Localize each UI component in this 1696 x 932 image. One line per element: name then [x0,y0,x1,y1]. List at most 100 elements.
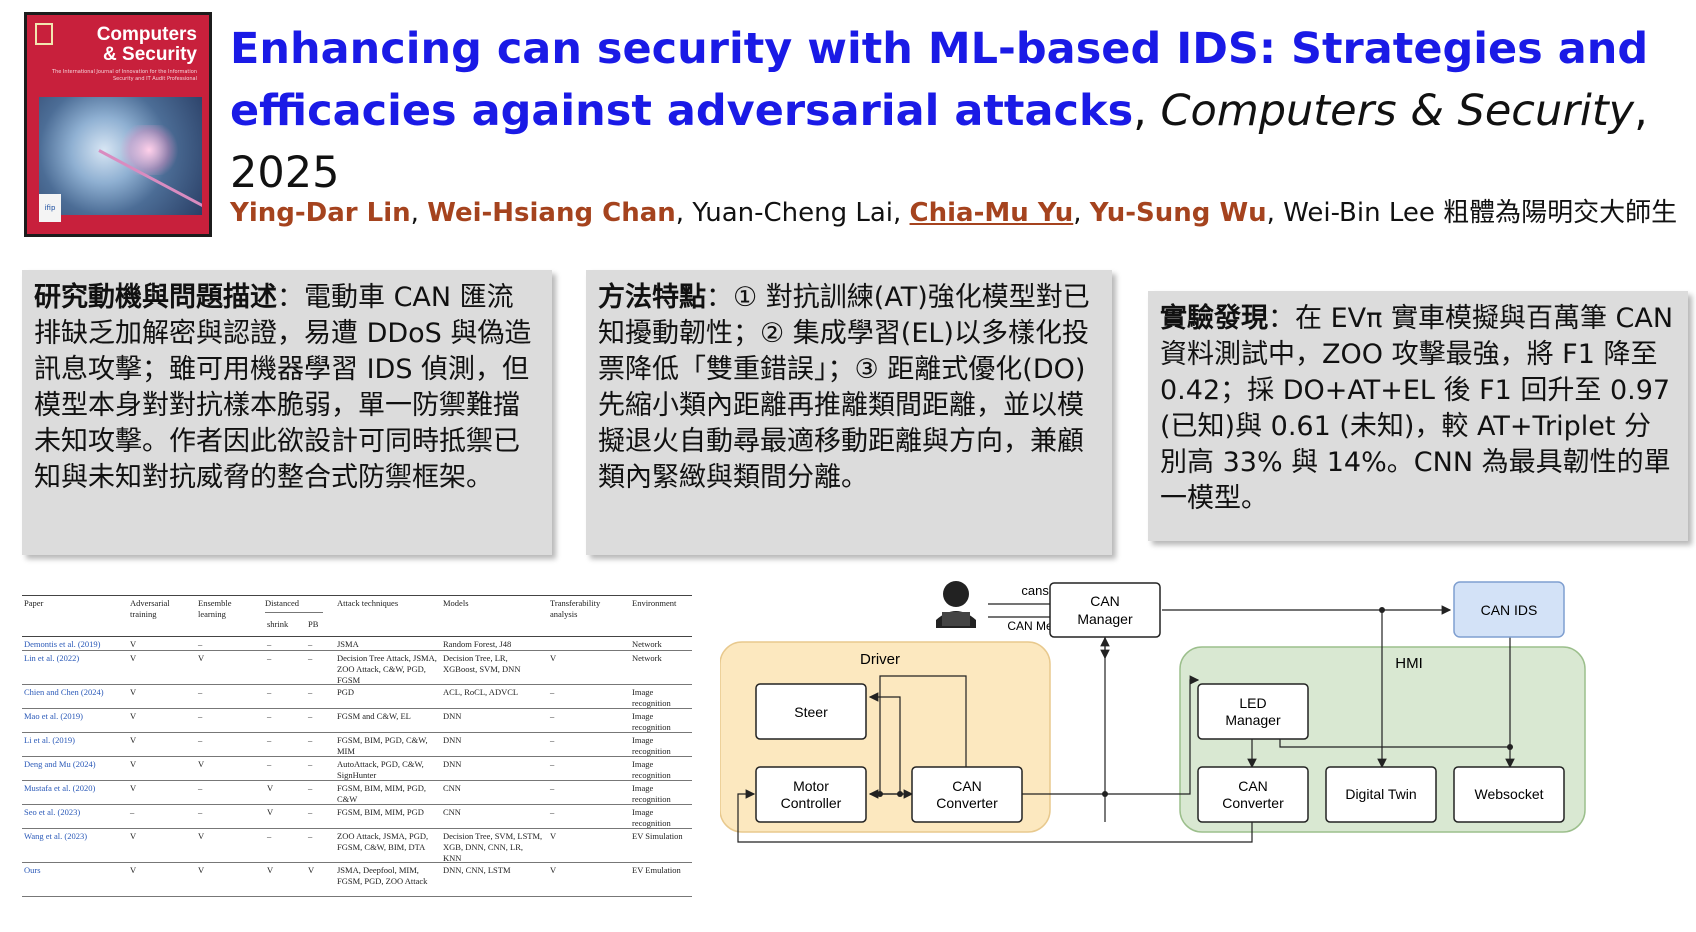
cell-transfer: – [550,807,555,817]
cell-env: Image recognition [632,759,671,780]
cell-paper: Deng and Mu (2024) [24,759,96,769]
led-label-1: LED [1239,695,1266,711]
cell-pb: – [308,831,313,841]
author-name: Ying-Dar Lin [230,198,411,228]
header-pb: PB [308,619,319,629]
cell-paper: Demontis et al. (2019) [24,639,101,649]
cell-pb: – [308,735,313,745]
cell-pb: – [308,759,313,769]
cell-pb: – [308,687,313,697]
title-line1: Enhancing can security with ML-based IDS… [230,24,1649,74]
author-name: Yuan-Cheng Lai [692,198,894,228]
cell-models: DNN, CNN, LSTM [443,865,511,875]
cell-adv: V [130,639,137,649]
cell-models: CNN [443,783,461,793]
header-attack: Attack techniques [337,598,399,608]
author-sep: , [675,198,693,228]
table-row: Seo et al. (2023)––V–FGSM, BIM, MIM, PGD… [22,805,692,829]
cell-transfer: – [550,711,555,721]
websocket-label: Websocket [1475,786,1544,802]
heading-colon: ： [1268,303,1295,334]
cell-ens: – [198,687,203,697]
author-name: Wei-Hsiang Chan [427,198,676,228]
header-transferability: Transferability analysis [550,598,601,619]
cell-transfer: V [550,865,557,875]
steer-loop-line [879,675,967,794]
motor-label-1: Motor [793,778,829,794]
header-shrink: shrink [267,619,289,629]
cell-shrink: V [267,807,274,817]
cell-ens: – [198,807,203,817]
cell-paper: Seo et al. (2023) [24,807,81,817]
cell-ens: V [198,831,205,841]
cell-paper: Mao et al. (2019) [24,711,84,721]
websocket-box: Websocket [1453,766,1565,823]
cell-shrink: – [267,711,272,721]
cell-ens: – [198,639,203,649]
converter-label-2: Converter [936,795,998,811]
cell-models: ACL, RoCL, ADVCL [443,687,519,697]
cover-title-line1: Computers [96,24,197,45]
cell-env: Image recognition [632,783,671,804]
author-sep: , [1073,198,1090,228]
cell-transfer: V [550,831,557,841]
motivation-heading: 研究動機與問題描述 [34,282,277,313]
cover-globe-artwork [39,97,202,215]
cell-adv: V [130,865,137,875]
cover-subtitle: The International Journal of Innovation … [52,69,197,82]
header-distanced: Distanced [265,598,299,608]
cell-attack: ZOO Attack, JSMA, PGD, FGSM, C&W, BIM, D… [337,831,429,852]
motor-label-2: Controller [781,795,842,811]
method-box: 方法特點：① 對抗訓練(AT)強化模型對已知擾動韌性；② 集成學習(EL)以多樣… [586,270,1112,555]
cell-ens: V [198,759,205,769]
cell-shrink: – [267,653,272,663]
cell-pb: – [308,711,313,721]
led-to-websocket-line [1279,738,1510,748]
motor-controller-box: Motor Controller [755,766,867,823]
table-header: Paper Adversarial training Ensemble lear… [22,595,692,637]
cell-pb: – [308,653,313,663]
cell-env: Network [632,653,662,663]
cell-adv: V [130,735,137,745]
cell-shrink: – [267,735,272,745]
findings-box: 實驗發現：在 EVπ 實車模擬與百萬筆 CAN 資料測試中，ZOO 攻擊最強，將… [1148,291,1688,541]
steer-box: Steer [755,683,867,740]
cover-journal-title: Computers & Security [97,25,197,65]
converter-label-1: CAN [952,778,982,794]
cell-models: DNN [443,735,462,745]
driver-can-converter-box: CAN Converter [911,766,1023,823]
cell-transfer: – [550,687,555,697]
method-text: ① 對抗訓練(AT)強化模型對已知擾動韌性；② 集成學習(EL)以多樣化投票降低… [598,282,1090,493]
cell-models: CNN [443,807,461,817]
ifip-logo-icon: ifip [39,194,61,222]
cell-ens: V [198,653,205,663]
cell-shrink: – [267,759,272,769]
cell-shrink: – [267,687,272,697]
cell-paper: Li et al. (2019) [24,735,75,745]
header-adversarial: Adversarial training [130,598,170,619]
hconverter-label-1: CAN [1238,778,1268,794]
cell-adv: V [130,759,137,769]
cell-paper: Wang et al. (2023) [24,831,88,841]
header-paper: Paper [24,598,44,608]
cell-adv: V [130,653,137,663]
findings-heading: 實驗發現 [1160,303,1268,334]
cell-models: Decision Tree, LR, XGBoost, SVM, DNN [443,653,521,674]
cell-adv: V [130,687,137,697]
feedback-arrow [737,789,1253,843]
cell-pb: – [308,639,313,649]
cell-models: Random Forest, J48 [443,639,512,649]
cell-ens: – [198,735,203,745]
cell-paper: Mustafa et al. (2020) [24,783,96,793]
author-note: 粗體為陽明交大師生 [1443,198,1678,228]
author-sep: , [1266,198,1284,228]
cell-attack: Decision Tree Attack, JSMA, ZOO Attack, … [337,653,437,685]
journal-name: Computers & Security [1160,86,1635,136]
driver-label: Driver [860,651,900,668]
cell-ens: – [198,783,203,793]
